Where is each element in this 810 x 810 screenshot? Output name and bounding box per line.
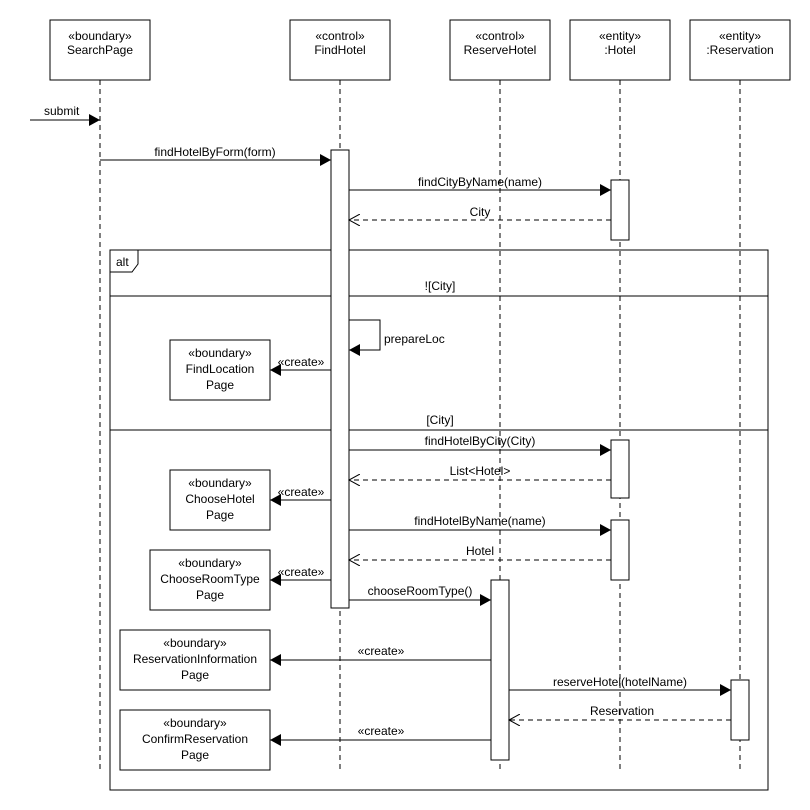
svg-text:«create»: «create» — [358, 724, 405, 738]
svg-text:ConfirmReservation: ConfirmReservation — [142, 732, 248, 746]
created-page-find-location: «boundary» FindLocation Page — [169, 339, 271, 401]
participant-stereotype: «boundary» — [68, 29, 132, 43]
participant-name: :Reservation — [706, 43, 773, 57]
created-page-choose-room-type: «boundary» ChooseRoomType Page — [149, 549, 271, 611]
svg-text:«boundary»: «boundary» — [178, 556, 242, 570]
participant-findhotel: «control» FindHotel — [289, 19, 391, 81]
participant-stereotype: «control» — [475, 29, 525, 43]
svg-text:Page: Page — [181, 748, 209, 762]
return-city: City — [349, 205, 611, 220]
participant-stereotype: «entity» — [719, 29, 761, 43]
participant-name: SearchPage — [67, 43, 133, 57]
created-page-reservation-information: «boundary» ReservationInformation Page — [119, 629, 271, 691]
svg-text:«create»: «create» — [358, 644, 405, 658]
svg-text:ReservationInformation: ReservationInformation — [133, 652, 257, 666]
message-find-city-by-name: findCityByName(name) — [349, 175, 611, 196]
participant-reservation: «entity» :Reservation — [689, 19, 791, 81]
alt-label: alt — [116, 255, 129, 269]
guard-city: [City] — [426, 413, 453, 427]
message-create-find-location: «create» — [270, 355, 331, 376]
message-create-reservation-information: «create» — [270, 644, 491, 666]
message-find-hotel-by-city: findHotelByCity(City) — [349, 434, 611, 456]
svg-text:«boundary»: «boundary» — [163, 636, 227, 650]
message-prepare-loc: prepareLoc — [349, 319, 445, 356]
svg-text:Page: Page — [206, 508, 234, 522]
return-list-hotel: List<Hotel> — [349, 464, 611, 480]
svg-text:«boundary»: «boundary» — [188, 476, 252, 490]
svg-text:Reservation: Reservation — [590, 704, 654, 718]
svg-text:findCityByName(name): findCityByName(name) — [418, 175, 542, 189]
participant-stereotype: «entity» — [599, 29, 641, 43]
message-create-choose-hotel: «create» — [270, 485, 331, 506]
message-find-hotel-by-form: findHotelByForm(form) — [100, 145, 331, 166]
svg-text:Page: Page — [206, 378, 234, 392]
svg-text:FindLocation: FindLocation — [186, 362, 255, 376]
return-reservation: Reservation — [509, 704, 731, 720]
svg-text:Page: Page — [181, 668, 209, 682]
participant-reservehotel: «control» ReserveHotel — [449, 19, 551, 81]
message-create-choose-room-type: «create» — [270, 565, 331, 586]
svg-text:List<Hotel>: List<Hotel> — [450, 464, 511, 478]
activation-findhotel — [330, 149, 350, 609]
participant-name: :Hotel — [604, 43, 635, 57]
activation-hotel — [610, 519, 630, 581]
participant-searchpage: «boundary» SearchPage — [49, 19, 151, 81]
svg-text:«boundary»: «boundary» — [163, 716, 227, 730]
activation-hotel — [610, 179, 630, 241]
svg-text:chooseRoomType(): chooseRoomType() — [368, 584, 473, 598]
svg-text:«boundary»: «boundary» — [188, 346, 252, 360]
activation-hotel — [610, 439, 630, 499]
svg-text:«create»: «create» — [278, 485, 325, 499]
participant-hotel: «entity» :Hotel — [569, 19, 671, 81]
message-reserve-hotel: reserveHotel(hotelName) — [509, 675, 731, 696]
alt-fragment: alt ![City] [City] — [109, 249, 769, 791]
svg-text:City: City — [470, 205, 491, 219]
activation-reservehotel — [490, 579, 510, 761]
svg-text:«create»: «create» — [278, 565, 325, 579]
svg-text:findHotelByName(name): findHotelByName(name) — [414, 514, 545, 528]
participant-name: FindHotel — [314, 43, 365, 57]
svg-text:prepareLoc: prepareLoc — [384, 332, 445, 346]
svg-text:Hotel: Hotel — [466, 544, 494, 558]
svg-text:ChooseHotel: ChooseHotel — [185, 492, 254, 506]
svg-text:findHotelByForm(form): findHotelByForm(form) — [154, 145, 275, 159]
message-submit: submit — [30, 104, 100, 126]
svg-text:Page: Page — [196, 588, 224, 602]
svg-text:submit: submit — [44, 104, 80, 118]
guard-not-city: ![City] — [425, 279, 456, 293]
message-create-confirm-reservation: «create» — [270, 724, 491, 746]
svg-text:findHotelByCity(City): findHotelByCity(City) — [425, 434, 536, 448]
svg-text:ChooseRoomType: ChooseRoomType — [160, 572, 260, 586]
created-page-choose-hotel: «boundary» ChooseHotel Page — [169, 469, 271, 531]
svg-text:«create»: «create» — [278, 355, 325, 369]
message-choose-room-type: chooseRoomType() — [349, 584, 491, 606]
return-hotel: Hotel — [349, 544, 611, 560]
svg-text:reserveHotel(hotelName): reserveHotel(hotelName) — [553, 675, 687, 689]
participant-name: ReserveHotel — [464, 43, 537, 57]
participant-stereotype: «control» — [315, 29, 365, 43]
created-page-confirm-reservation: «boundary» ConfirmReservation Page — [119, 709, 271, 771]
message-find-hotel-by-name: findHotelByName(name) — [349, 514, 611, 536]
activation-reservation — [730, 679, 750, 741]
